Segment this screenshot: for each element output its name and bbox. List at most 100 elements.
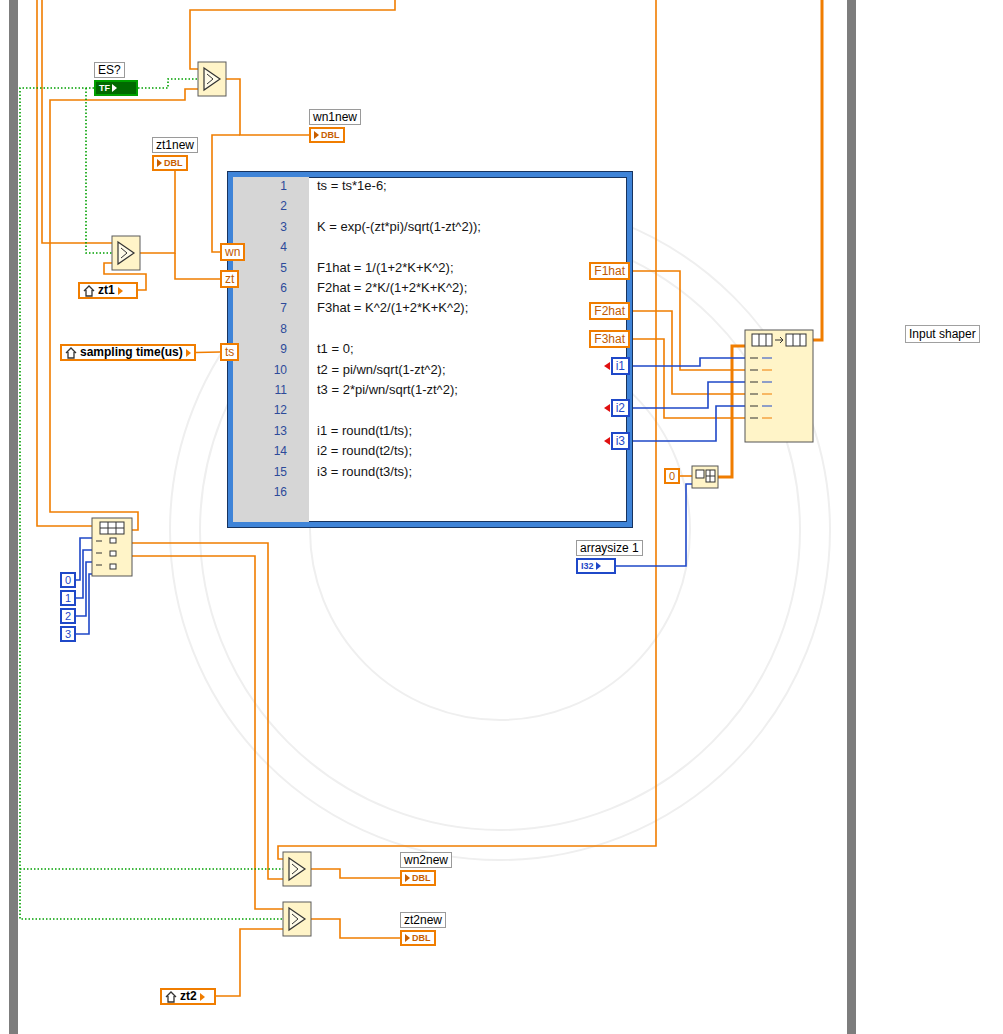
array-wire bbox=[718, 346, 745, 477]
mathscript-node: 12345678910111213141516ts = ts*1e-6;K = … bbox=[228, 172, 632, 527]
initialize-array-function bbox=[692, 466, 718, 488]
numeric-indicator: wn2newDBL bbox=[400, 852, 452, 886]
line-number: 6 bbox=[233, 280, 287, 296]
indicator-arrow bbox=[314, 131, 319, 139]
wire bbox=[680, 475, 692, 477]
numeric-indicator: wn1newDBL bbox=[309, 109, 361, 143]
control-arrow bbox=[118, 287, 123, 295]
numeric-indicator: zt1newDBL bbox=[152, 137, 198, 171]
code-line: i1 = round(t1/ts); bbox=[317, 423, 412, 439]
terminal-box: I32 bbox=[576, 558, 616, 574]
tunnel-name: i3 bbox=[616, 434, 625, 448]
wire bbox=[132, 543, 283, 879]
wire bbox=[216, 929, 283, 996]
tunnel-name: F2hat bbox=[594, 304, 625, 318]
input-ticks bbox=[762, 370, 772, 418]
index-array-function bbox=[92, 518, 132, 576]
wire bbox=[86, 88, 112, 253]
output-tunnel: F3hat bbox=[589, 330, 630, 348]
constant-value: 3 bbox=[65, 628, 71, 640]
numeric-constant: 2 bbox=[60, 608, 76, 624]
data-type: DBL bbox=[164, 158, 183, 168]
indicator-arrow bbox=[405, 934, 410, 942]
code-line: i3 = round(t3/ts); bbox=[317, 464, 412, 480]
local-variable: zt1 bbox=[78, 282, 138, 299]
input-tunnel: wn bbox=[220, 243, 245, 261]
structure-frame bbox=[9, 0, 18, 1034]
wire bbox=[311, 919, 400, 938]
line-number: 12 bbox=[233, 402, 287, 418]
control-arrow bbox=[596, 562, 601, 570]
constant-value: 0 bbox=[669, 470, 675, 482]
boolean-control: ES?TF bbox=[94, 62, 138, 96]
numeric-constant: 1 bbox=[60, 590, 76, 606]
wire bbox=[311, 869, 400, 878]
local-variable-icon bbox=[83, 285, 95, 297]
numeric-constant: 0 bbox=[60, 572, 76, 588]
terminal-box: DBL bbox=[152, 155, 188, 171]
wire bbox=[37, 0, 92, 526]
output-tick bbox=[110, 551, 116, 556]
local-variable-icon bbox=[65, 347, 77, 359]
array-wire bbox=[813, 0, 822, 340]
tunnel-name: i2 bbox=[616, 401, 625, 415]
array-icon-grid bbox=[759, 334, 800, 346]
variable-name: zt1 bbox=[98, 284, 115, 297]
tunnel-name: i1 bbox=[616, 359, 625, 373]
wire bbox=[132, 556, 283, 909]
numeric-wires bbox=[37, 0, 745, 996]
terminal-box: TF bbox=[94, 80, 138, 96]
code-line: t3 = 2*pi/wn/sqrt(1-zt^2); bbox=[317, 382, 458, 398]
wire bbox=[190, 0, 395, 69]
tunnel-name: zt bbox=[225, 272, 234, 286]
label-text: Input shaper bbox=[909, 327, 976, 341]
numeric-indicator: zt2newDBL bbox=[400, 912, 446, 946]
code-line: K = exp(-(zt*pi)/sqrt(1-zt^2)); bbox=[317, 219, 481, 235]
data-type: I32 bbox=[581, 561, 594, 571]
terminal-label: zt2new bbox=[400, 912, 446, 928]
line-number: 16 bbox=[233, 484, 287, 500]
wire bbox=[140, 171, 175, 253]
free-label: Input shaper bbox=[905, 325, 980, 343]
code-line: ts = ts*1e-6; bbox=[317, 178, 387, 194]
code-line: F3hat = K^2/(1+2*K+K^2); bbox=[317, 300, 468, 316]
wire-connector bbox=[196, 351, 220, 353]
control-arrow bbox=[200, 993, 205, 1001]
terminal-label: arraysize 1 bbox=[576, 540, 643, 556]
local-variable-icon bbox=[165, 991, 177, 1003]
select-function bbox=[112, 236, 140, 270]
array-icon bbox=[100, 522, 124, 534]
wire bbox=[42, 0, 112, 243]
control-arrow bbox=[186, 349, 191, 357]
line-number: 1 bbox=[233, 178, 287, 194]
output-tunnel: i1 bbox=[611, 357, 630, 375]
constant-value: 1 bbox=[65, 592, 71, 604]
terminal-box: DBL bbox=[400, 870, 436, 886]
input-tunnel: ts bbox=[220, 343, 239, 361]
function-body bbox=[745, 330, 813, 442]
replace-array-subset-function bbox=[745, 330, 813, 442]
numeric-constant: 3 bbox=[60, 626, 76, 642]
wire bbox=[20, 868, 283, 870]
constant-value: 2 bbox=[65, 610, 71, 622]
data-type: DBL bbox=[412, 873, 431, 883]
array-icon bbox=[786, 334, 806, 346]
line-number: 2 bbox=[233, 198, 287, 214]
output-tunnel: F1hat bbox=[589, 262, 630, 280]
numeric-control: arraysize 1 I32 bbox=[576, 540, 643, 574]
wire bbox=[175, 253, 220, 279]
control-arrow bbox=[112, 84, 117, 92]
element-icon bbox=[696, 470, 704, 478]
output-marker bbox=[604, 362, 610, 370]
code-line: t2 = pi/wn/sqrt(1-zt^2); bbox=[317, 362, 446, 378]
local-variable: zt2 bbox=[160, 988, 216, 1005]
input-ticks bbox=[750, 358, 758, 418]
constant-value: 0 bbox=[65, 574, 71, 586]
function-body bbox=[92, 518, 132, 576]
tunnel-name: F3hat bbox=[594, 332, 625, 346]
input-tunnel: zt bbox=[220, 270, 239, 288]
code-line: F2hat = 2*K/(1+2*K+K^2); bbox=[317, 280, 467, 296]
array-icon bbox=[752, 334, 772, 346]
line-number-gutter: 12345678910111213141516 bbox=[233, 177, 309, 522]
